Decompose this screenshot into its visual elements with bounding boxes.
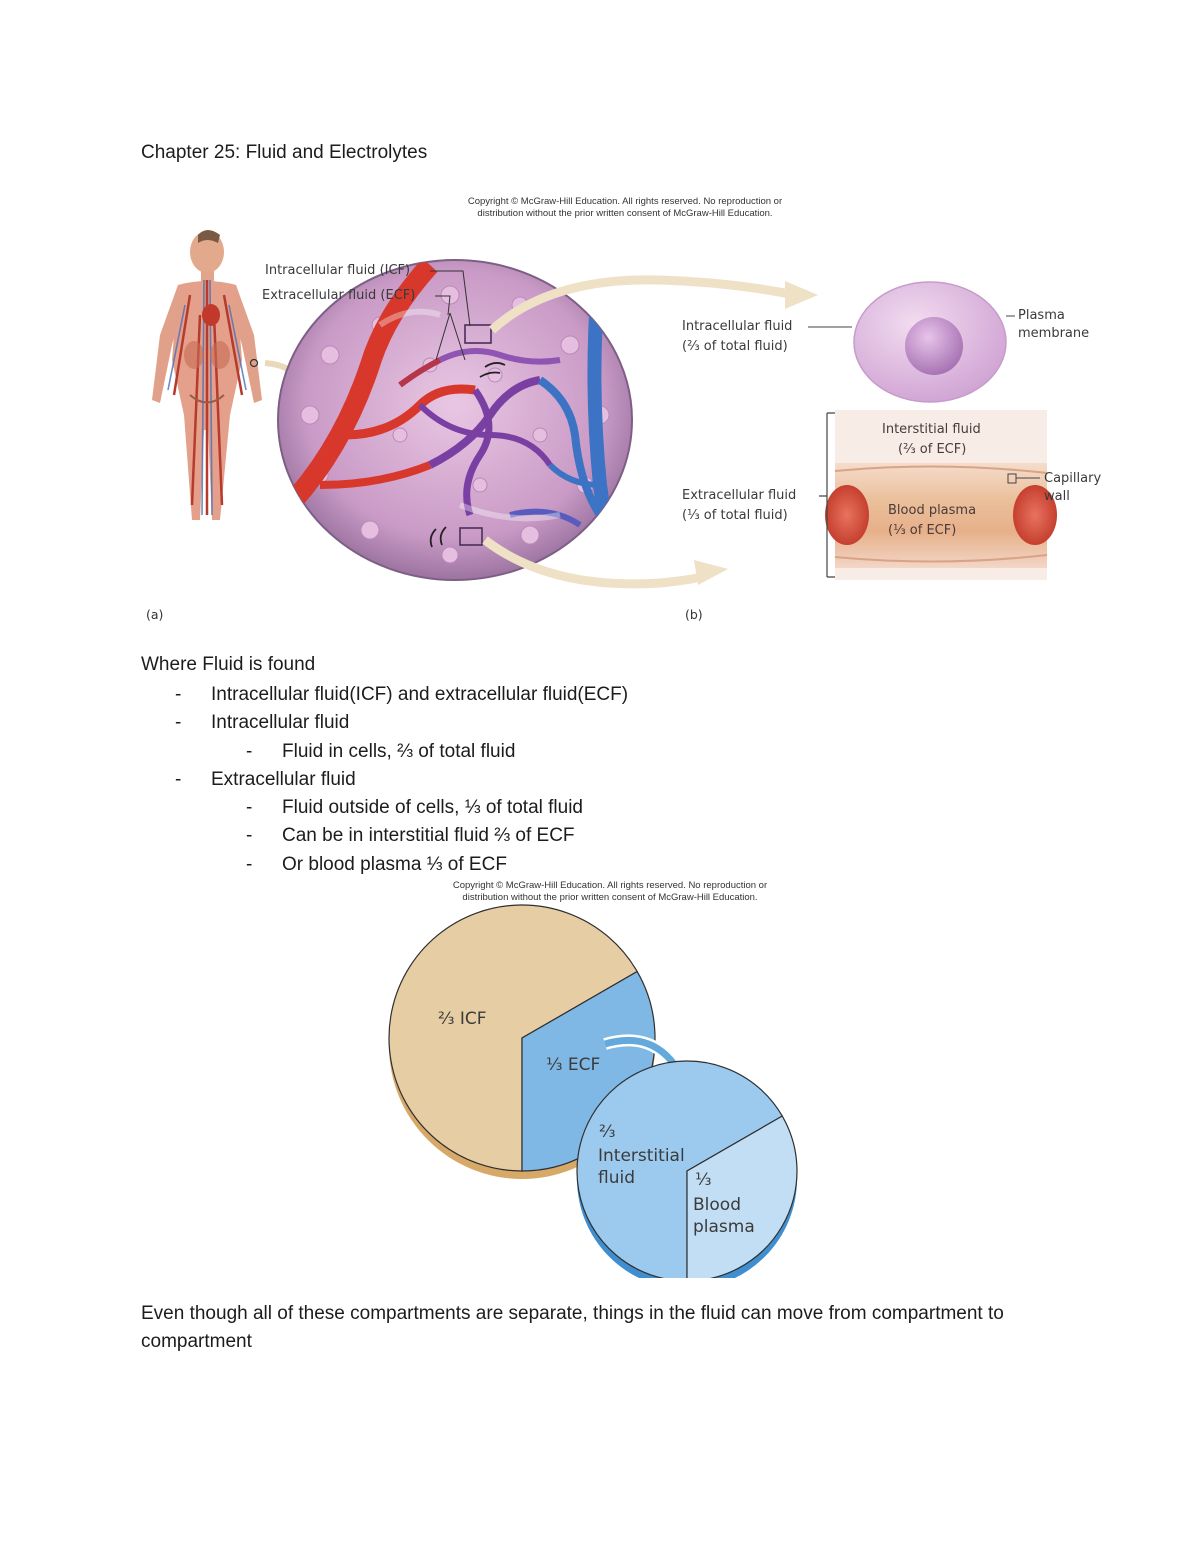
label-intracellular-fluid: Intracellular fluid <box>682 319 793 334</box>
list-item-text: Fluid in cells, ⅔ of total fluid <box>282 740 516 762</box>
copyright-line: Copyright © McGraw-Hill Education. All r… <box>452 880 768 891</box>
pie-label-blood-fraction: ⅓ <box>695 1170 712 1190</box>
label-extracellular-fluid: Extracellular fluid <box>682 488 797 503</box>
label-plasma-membrane: Plasma <box>1018 308 1065 323</box>
list-item-text: Intracellular fluid(ICF) and extracellul… <box>211 684 629 705</box>
pie-charts <box>388 904 798 1278</box>
label-blood-plasma-fraction: (⅓ of ECF) <box>888 523 957 538</box>
label-icf: Intracellular fluid (ICF) <box>265 263 411 278</box>
pie-label-interstitial: Interstitial <box>598 1146 685 1166</box>
label-plasma-membrane: membrane <box>1018 326 1090 341</box>
bullet-dash: - <box>246 797 253 819</box>
fluid-compartments-figure: Copyright © McGraw-Hill Education. All r… <box>130 185 1130 640</box>
list-item-text: Or blood plasma ⅓ of ECF <box>282 853 507 875</box>
panel-label-b: (b) <box>685 607 703 622</box>
bullet-dash: - <box>175 712 182 734</box>
page-title: Chapter 25: Fluid and Electrolytes <box>141 142 428 163</box>
label-capillary-wall: wall <box>1044 489 1070 504</box>
figure-copyright: Copyright © McGraw-Hill Education. All r… <box>430 196 820 220</box>
label-extracellular-fraction: (⅓ of total fluid) <box>682 508 788 523</box>
pie-slice-icf <box>388 904 639 1172</box>
list-item-text: Can be in interstitial fluid ⅔ of ECF <box>282 825 575 847</box>
capillary-illustration <box>819 410 1057 580</box>
list-item-text: Fluid outside of cells, ⅓ of total fluid <box>282 797 583 819</box>
copyright-line: Copyright © McGraw-Hill Education. All r… <box>467 196 783 207</box>
section-heading: Where Fluid is found <box>141 654 316 675</box>
label-blood-plasma: Blood plasma <box>888 503 977 518</box>
pie-label-ecf: ⅓ ECF <box>546 1055 601 1075</box>
bullet-dash: - <box>175 768 182 790</box>
figure-illustration <box>152 230 1057 589</box>
copyright-line: distribution without the prior written c… <box>477 208 773 219</box>
bullet-dash: - <box>246 853 253 875</box>
fluid-distribution-pie-figure: Copyright © McGraw-Hill Education. All r… <box>380 878 810 1278</box>
human-body-icon <box>152 230 262 520</box>
label-interstitial-fluid: Interstitial fluid <box>882 422 981 437</box>
pie-label-blood: plasma <box>693 1217 755 1237</box>
copyright-line: distribution without the prior written c… <box>462 892 758 903</box>
label-interstitial-fraction: (⅔ of ECF) <box>898 442 967 457</box>
label-capillary-wall: Capillary <box>1044 471 1102 486</box>
label-ecf: Extracellular fluid (ECF) <box>262 288 416 303</box>
bullet-dash: - <box>246 740 253 762</box>
panel-label-a: (a) <box>146 607 164 622</box>
bullet-dash: - <box>175 684 182 705</box>
pie-label-interstitial-fraction: ⅔ <box>599 1122 616 1142</box>
bullet-dash: - <box>246 825 253 847</box>
closing-paragraph: Even though all of these compartments ar… <box>141 1303 1004 1352</box>
pie-chart-ecf-breakdown <box>576 1060 798 1278</box>
bracket <box>819 412 835 578</box>
arrow-down <box>694 560 728 585</box>
pie-label-icf: ⅔ ICF <box>438 1009 487 1029</box>
list-item-text: Intracellular fluid <box>211 712 350 734</box>
arrow-up <box>785 281 818 309</box>
cell-illustration <box>808 281 1015 403</box>
leader-line <box>435 295 466 361</box>
label-intracellular-fraction: (⅔ of total fluid) <box>682 339 788 354</box>
list-item-text: Extracellular fluid <box>211 768 356 790</box>
leader-line <box>430 270 471 327</box>
pie-slice-blood-plasma <box>686 1115 798 1278</box>
pie-label-blood: Blood <box>693 1195 741 1215</box>
pie-slice-interstitial <box>576 1060 784 1278</box>
tissue-magnification <box>277 259 633 581</box>
figure-copyright: Copyright © McGraw-Hill Education. All r… <box>410 880 810 904</box>
pie-label-interstitial: fluid <box>598 1168 635 1188</box>
